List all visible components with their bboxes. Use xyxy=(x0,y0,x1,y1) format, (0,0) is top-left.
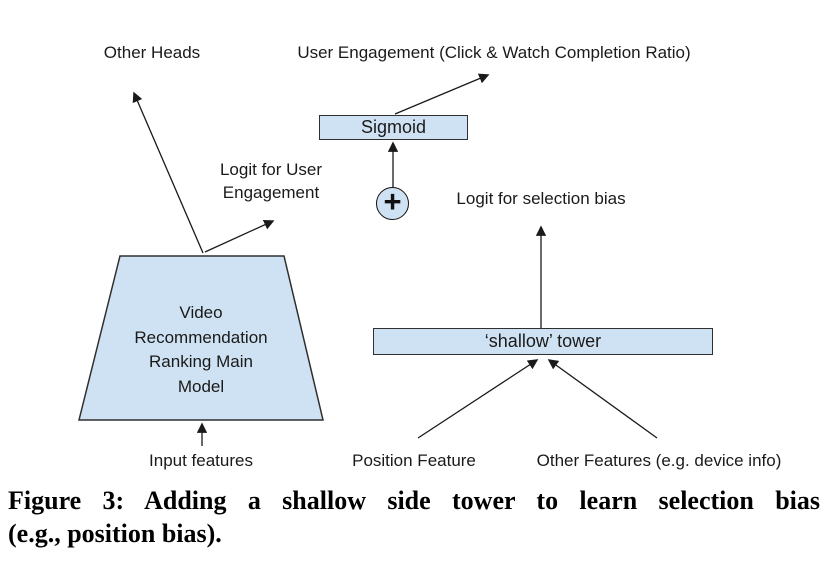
arrow-position-feature-to-shallow xyxy=(417,359,539,439)
input-features-label: Input features xyxy=(149,451,253,470)
arrow-sigmoid-to-engagement xyxy=(394,73,490,115)
plus-node: + xyxy=(376,184,409,220)
main-model-line2: Recommendation xyxy=(134,327,268,347)
main-model-line4: Model xyxy=(177,376,225,396)
main-model-label: Video Recommendation Ranking Main Model xyxy=(134,301,267,399)
main-model-trapezoid xyxy=(78,255,324,421)
arrow-to-logit-user-engagement xyxy=(204,219,275,253)
user-engagement-title: User Engagement (Click & Watch Completio… xyxy=(297,43,691,62)
logit-user-engagement-line2: Engagement xyxy=(222,183,320,202)
sigmoid-node-label: Sigmoid xyxy=(360,117,427,137)
sigmoid-node: Sigmoid xyxy=(319,115,468,140)
shallow-tower-node: ‘shallow’ tower xyxy=(373,328,713,355)
arrow-other-features-to-shallow xyxy=(547,359,658,439)
figure-caption-line2: (e.g., position bias). xyxy=(8,519,222,548)
position-feature-label: Position Feature xyxy=(352,451,476,470)
logit-user-engagement-label: Logit for User Engagement xyxy=(220,158,322,204)
plus-icon: + xyxy=(383,184,402,219)
arrow-to-other-heads xyxy=(132,91,204,254)
logit-selection-bias-label: Logit for selection bias xyxy=(456,189,626,208)
other-heads-label: Other Heads xyxy=(103,43,201,62)
shallow-tower-label: ‘shallow’ tower xyxy=(484,331,602,351)
main-model-line3: Ranking Main xyxy=(149,352,253,371)
figure-caption-line1: Figure 3: Adding a shallow side tower to… xyxy=(8,486,820,515)
other-features-label: Other Features (e.g. device info) xyxy=(536,451,782,470)
main-model-line1: Video xyxy=(179,303,223,322)
logit-user-engagement-line1: Logit for User xyxy=(219,160,323,179)
figure-caption: Figure 3: Adding a shallow side tower to… xyxy=(8,484,820,550)
